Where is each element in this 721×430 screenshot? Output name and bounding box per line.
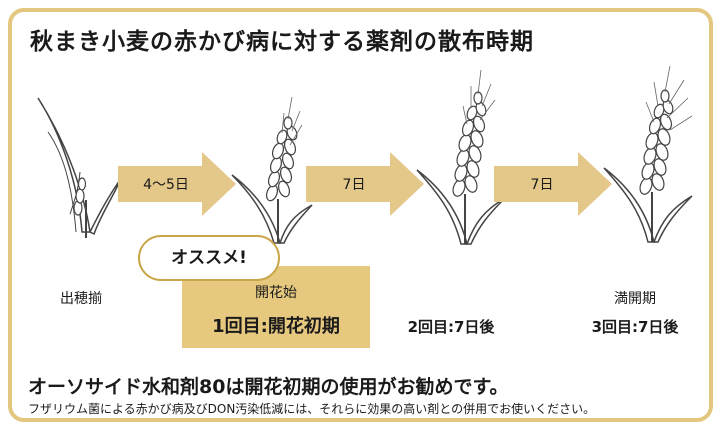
interval-label: 7日 bbox=[530, 177, 554, 193]
right-arrow-icon bbox=[306, 152, 424, 216]
interval-label: 7日 bbox=[342, 177, 366, 193]
recommendation-text: オーソサイド水和剤80は開花初期の使用がお勧めです。 bbox=[28, 376, 509, 398]
wheat-plant-icon bbox=[416, 69, 506, 245]
stage-timing-third: 3回目:7日後 bbox=[591, 318, 679, 336]
stage-timing-second: 2回目:7日後 bbox=[407, 318, 495, 336]
interval-label: 4〜5日 bbox=[143, 177, 189, 193]
right-arrow-icon bbox=[494, 152, 612, 216]
stage-name-flowering-start: 開花始 bbox=[255, 285, 297, 301]
diagram-frame bbox=[8, 8, 713, 422]
usage-note: フザリウム菌による赤かび病及びDON汚染低減には、それらに効果の高い剤との併用で… bbox=[28, 402, 596, 416]
interval-arrow-2: 7日 bbox=[306, 152, 424, 216]
wheat-plant-icon bbox=[37, 97, 123, 238]
stage-timing-first: 1回目:開花初期 bbox=[212, 316, 340, 337]
recommend-badge: オススメ! bbox=[138, 235, 280, 281]
stage-name-heading: 出穂揃 bbox=[60, 291, 102, 307]
interval-arrow-1: 4〜5日 bbox=[118, 152, 236, 216]
diagram-title: 秋まき小麦の赤かび病に対する薬剤の散布時期 bbox=[30, 29, 534, 55]
right-arrow-icon bbox=[118, 152, 236, 216]
stage-name-full-bloom: 満開期 bbox=[614, 291, 656, 307]
interval-arrow-3: 7日 bbox=[494, 152, 612, 216]
wheat-plant-icon bbox=[603, 65, 693, 243]
wheat-plant-icon bbox=[231, 96, 313, 244]
